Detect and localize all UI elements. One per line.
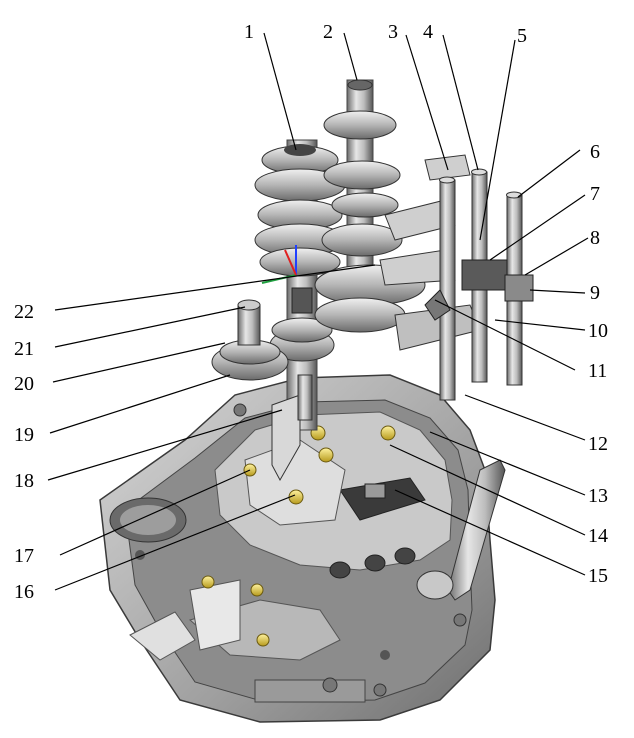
leader-line-16 bbox=[54, 494, 296, 591]
callout-labels: 1 2 3 4 5 6 7 8 9 10 11 12 13 14 15 16 1… bbox=[14, 21, 608, 603]
reverse-gear-assembly bbox=[211, 299, 313, 482]
callout-22: 22 bbox=[14, 301, 34, 323]
callout-4: 4 bbox=[423, 21, 433, 43]
leader-line-13 bbox=[429, 431, 586, 496]
callout-5: 5 bbox=[517, 25, 527, 47]
callout-3: 3 bbox=[388, 21, 398, 43]
leader-line-3 bbox=[405, 34, 449, 171]
leader-line-8 bbox=[524, 237, 589, 276]
callout-6: 6 bbox=[590, 141, 600, 163]
callout-7: 7 bbox=[590, 183, 600, 205]
callout-11: 11 bbox=[588, 360, 607, 382]
callout-1: 1 bbox=[244, 21, 254, 43]
leader-line-10 bbox=[494, 319, 586, 331]
callout-21: 21 bbox=[14, 338, 34, 360]
leader-line-17 bbox=[59, 469, 251, 556]
callout-14: 14 bbox=[588, 525, 608, 547]
shift-rails bbox=[424, 168, 534, 401]
leader-line-5 bbox=[479, 39, 516, 241]
callout-8: 8 bbox=[590, 227, 600, 249]
leader-line-22 bbox=[54, 264, 376, 311]
leader-line-9 bbox=[529, 289, 586, 294]
leader-line-12 bbox=[464, 394, 586, 441]
leader-line-11 bbox=[434, 299, 576, 371]
leader-line-15 bbox=[394, 489, 586, 576]
leader-line-14 bbox=[389, 444, 586, 536]
callout-20: 20 bbox=[14, 373, 34, 395]
leader-line-1 bbox=[263, 32, 297, 151]
leader-line-2 bbox=[343, 32, 358, 81]
callout-12: 12 bbox=[588, 433, 608, 455]
leader-lines bbox=[47, 32, 589, 591]
callout-17: 17 bbox=[14, 545, 34, 567]
callout-10: 10 bbox=[588, 320, 608, 342]
leader-line-20 bbox=[52, 342, 226, 383]
callout-16: 16 bbox=[14, 581, 34, 603]
leader-line-7 bbox=[489, 194, 586, 261]
callout-13: 13 bbox=[588, 485, 608, 507]
leader-line-6 bbox=[517, 149, 581, 198]
leader-line-21 bbox=[54, 306, 246, 348]
leader-line-4 bbox=[442, 34, 479, 171]
transmission-casing bbox=[99, 374, 506, 723]
leader-line-19 bbox=[49, 374, 231, 434]
callout-9: 9 bbox=[590, 282, 600, 304]
callout-2: 2 bbox=[323, 21, 333, 43]
callout-18: 18 bbox=[14, 470, 34, 492]
leader-line-18 bbox=[47, 409, 283, 481]
callout-19: 19 bbox=[14, 424, 34, 446]
callout-15: 15 bbox=[588, 565, 608, 587]
